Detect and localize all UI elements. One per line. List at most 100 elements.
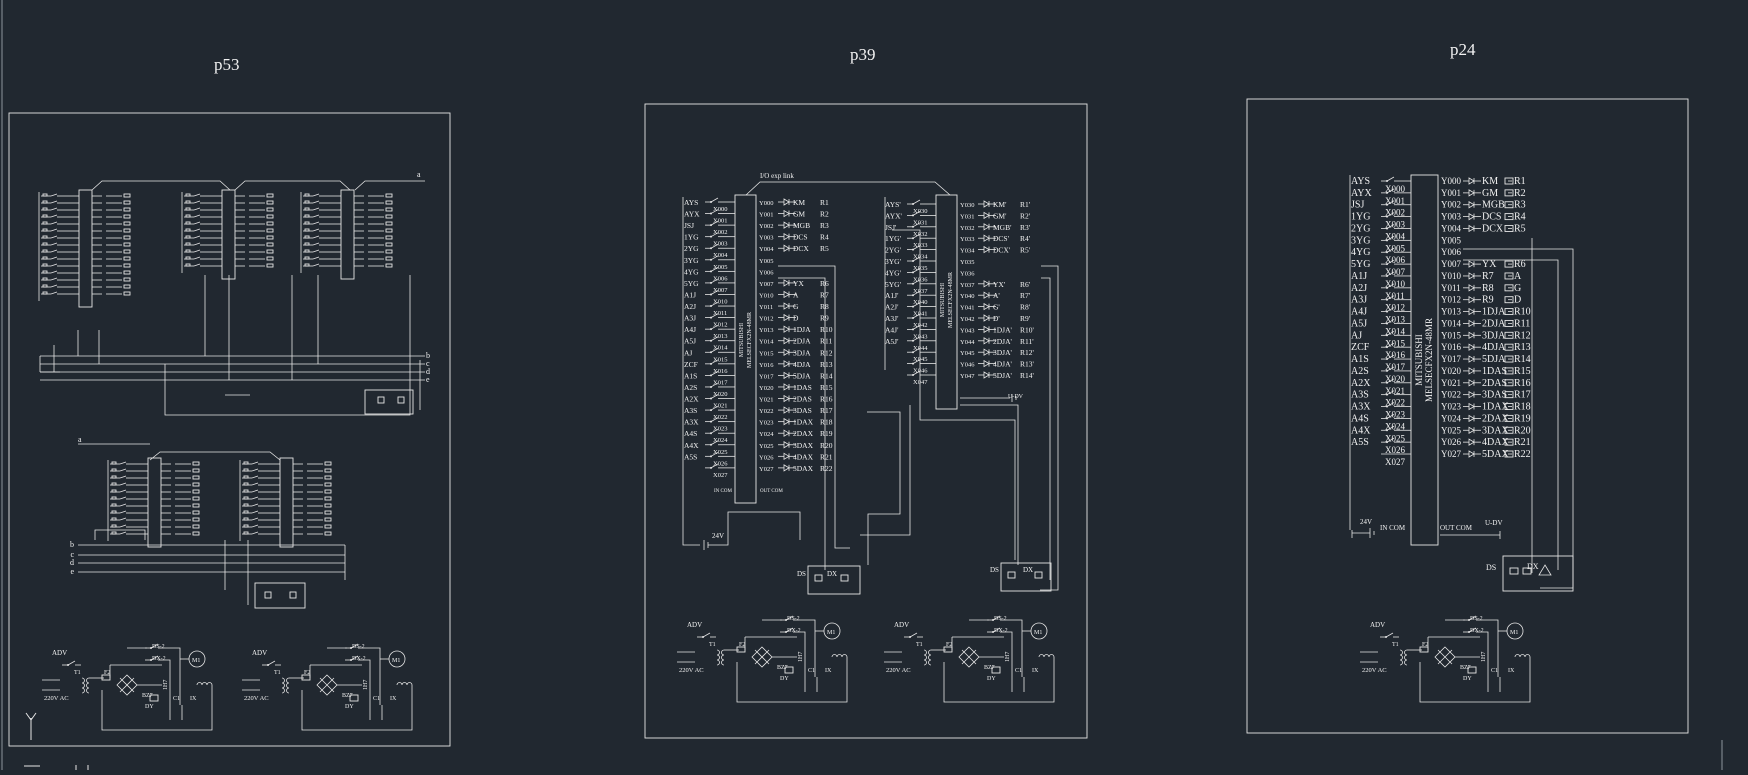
y-address: Y012	[759, 316, 773, 323]
relay-label: R18	[820, 418, 833, 427]
output-label: 4DJA	[793, 360, 811, 369]
ix-label: IX	[190, 696, 197, 702]
plc-block-ext	[935, 194, 958, 410]
y2-address: Y043	[960, 327, 974, 334]
bus-label-lower: b	[70, 540, 74, 549]
relay2-label: R1'	[1020, 200, 1031, 209]
c1-label: C1	[1491, 668, 1498, 674]
y-address: Y015	[1441, 330, 1461, 340]
ds-dx-box-ext	[1000, 562, 1052, 592]
ix-label: IX	[1508, 668, 1515, 674]
f2-label: F2	[104, 670, 110, 676]
y2-address: Y033	[960, 236, 974, 243]
input-label: A1J	[684, 290, 696, 299]
y-address: Y022	[1441, 390, 1461, 400]
plc-label-mitsubishi: MITSUBISHI	[1414, 334, 1424, 386]
plc-label-model: MELSECFX2N-48MR	[1424, 318, 1434, 402]
y-address: Y027	[759, 466, 774, 473]
input-label: 5YG	[684, 279, 699, 288]
x-address: X004	[1385, 231, 1405, 241]
plc-label-a: MITSUBISHI	[739, 323, 745, 357]
output-label: 3DAX	[1482, 425, 1509, 436]
ds-ext-label: DS	[990, 566, 999, 574]
input-label: A5J	[684, 337, 696, 346]
ac-label: 220V AC	[44, 695, 69, 702]
relay2-label: R12'	[1020, 348, 1035, 357]
f2-label: F2	[739, 642, 745, 648]
relay-label: R3	[1514, 200, 1526, 211]
output2-label: 4DJA'	[993, 360, 1013, 369]
y-address: Y024	[1441, 413, 1461, 423]
bus-label-a: a	[417, 170, 421, 179]
bus-label-lower: d	[70, 558, 74, 567]
sheet-p24-border	[1246, 98, 1689, 734]
input-label: A2X	[684, 395, 699, 404]
in-com-label: IN COM	[1380, 524, 1406, 532]
bus-label-lower: c	[70, 550, 74, 559]
output-label: 2DAS	[793, 395, 812, 404]
x-address: X012	[713, 322, 727, 329]
f2-label: F2	[946, 642, 952, 648]
ds2-label: DS-2	[994, 616, 1007, 622]
input-label: A4J	[684, 325, 696, 334]
adv-label: ADV	[1370, 621, 1385, 629]
x-address: X003	[1385, 220, 1405, 230]
output-label: GM	[793, 210, 805, 219]
bus-label-lower: e	[70, 567, 74, 576]
input-label: 4YG	[684, 267, 699, 276]
x-address: X027	[713, 472, 728, 479]
y-address: Y017	[759, 373, 774, 380]
relay-label: R19	[820, 429, 833, 438]
output-label: 3DJA	[1482, 330, 1506, 341]
relay-label: R6	[1514, 259, 1526, 270]
bz7-label: BZ7	[342, 693, 353, 699]
relay-label: R20	[820, 441, 833, 450]
relay-label: R20	[1514, 425, 1531, 436]
input2-label: A2J'	[885, 303, 899, 312]
input-label: A4S	[684, 429, 697, 438]
relay-label: R8	[820, 302, 829, 311]
output2-label: 3DJA'	[993, 348, 1013, 357]
y2-address: Y042	[960, 316, 974, 323]
y-address: Y006	[759, 269, 774, 276]
y-address: Y004	[1441, 223, 1461, 233]
plc-ext-label-b: MELSECFX2N-48MR	[948, 272, 954, 328]
ds2-label: DS-2	[152, 644, 165, 650]
input-label: A3S	[1351, 390, 1369, 401]
bus-label-a-lower: a	[78, 435, 82, 444]
dy-label: DY	[145, 704, 154, 710]
h-label: 1H7	[1481, 652, 1487, 662]
x-address: X013	[1385, 315, 1405, 325]
input-label: A3X	[684, 418, 699, 427]
x-address: X004	[713, 252, 728, 259]
y2-address: Y036	[960, 270, 975, 277]
x-address: X007	[713, 287, 728, 294]
input-label: A3J	[1351, 295, 1367, 306]
y2-address: Y030	[960, 202, 974, 209]
input-label: A1S	[684, 371, 697, 380]
y-address: Y027	[1441, 449, 1461, 459]
x-address: X026	[713, 460, 728, 467]
dx2-label: DX-2	[994, 628, 1008, 634]
h-label: 1H7	[163, 680, 169, 690]
relay-label: R14	[1514, 354, 1531, 365]
bus-label: c	[426, 359, 430, 368]
adv-label: ADV	[252, 649, 267, 657]
y-address: Y005	[759, 258, 773, 265]
output-label: 3DAS	[1482, 390, 1507, 401]
y-address: Y026	[759, 454, 774, 461]
relay-label: R17	[1514, 390, 1531, 401]
relay-label: R10	[1514, 307, 1531, 318]
input-label: A4S	[1351, 413, 1369, 424]
adv-label: ADV	[52, 649, 67, 657]
input-label: ZCF	[1351, 342, 1370, 353]
mini-plc-module	[239, 457, 332, 548]
output-label: MGB	[1482, 200, 1505, 211]
relay-label: R4	[820, 233, 829, 242]
output-label: 1DAX	[793, 418, 814, 427]
y-address: Y021	[759, 397, 773, 404]
